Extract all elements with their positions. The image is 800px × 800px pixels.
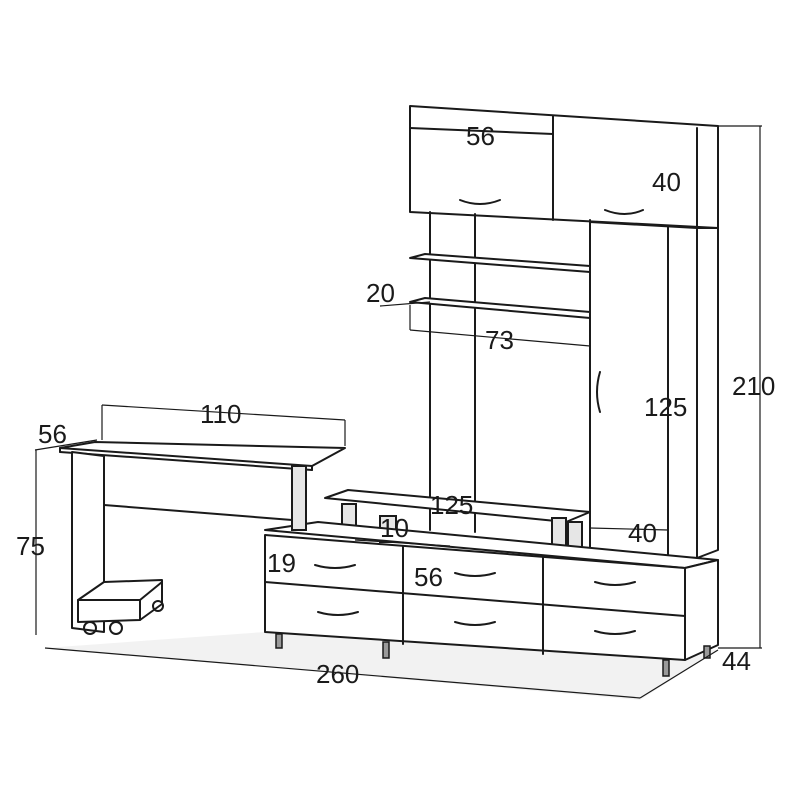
drawer-base [264, 521, 719, 677]
dim-desk-width: 110 [200, 399, 241, 429]
dim-wardrobe-height: 125 [644, 392, 687, 422]
dim-top-cabinet-depth: 56 [466, 121, 495, 151]
wardrobe-column [589, 221, 719, 559]
dim-shelf-width: 73 [485, 325, 514, 355]
bookcase-frame [409, 211, 591, 553]
desk [59, 441, 346, 633]
dim-top-cabinet-height: 40 [652, 167, 681, 197]
dim-drawer-height: 19 [267, 548, 296, 578]
dim-drawer-depth: 56 [414, 562, 443, 592]
cpu-trolley [77, 579, 164, 635]
dim-total-height: 210 [732, 371, 775, 401]
dim-desk-depth: 56 [38, 419, 67, 449]
dim-shelf-spacing: 20 [366, 278, 395, 308]
dim-total-width: 260 [316, 659, 359, 689]
dim-tv-shelf-height: 10 [380, 513, 409, 543]
total-height-dimension-lines [718, 125, 762, 649]
dim-tv-shelf-width: 125 [430, 490, 473, 520]
dim-right-gap: 40 [628, 518, 657, 548]
dimension-guides [34, 301, 719, 699]
dim-desk-height: 75 [16, 531, 45, 561]
dim-base-depth: 44 [722, 646, 751, 676]
